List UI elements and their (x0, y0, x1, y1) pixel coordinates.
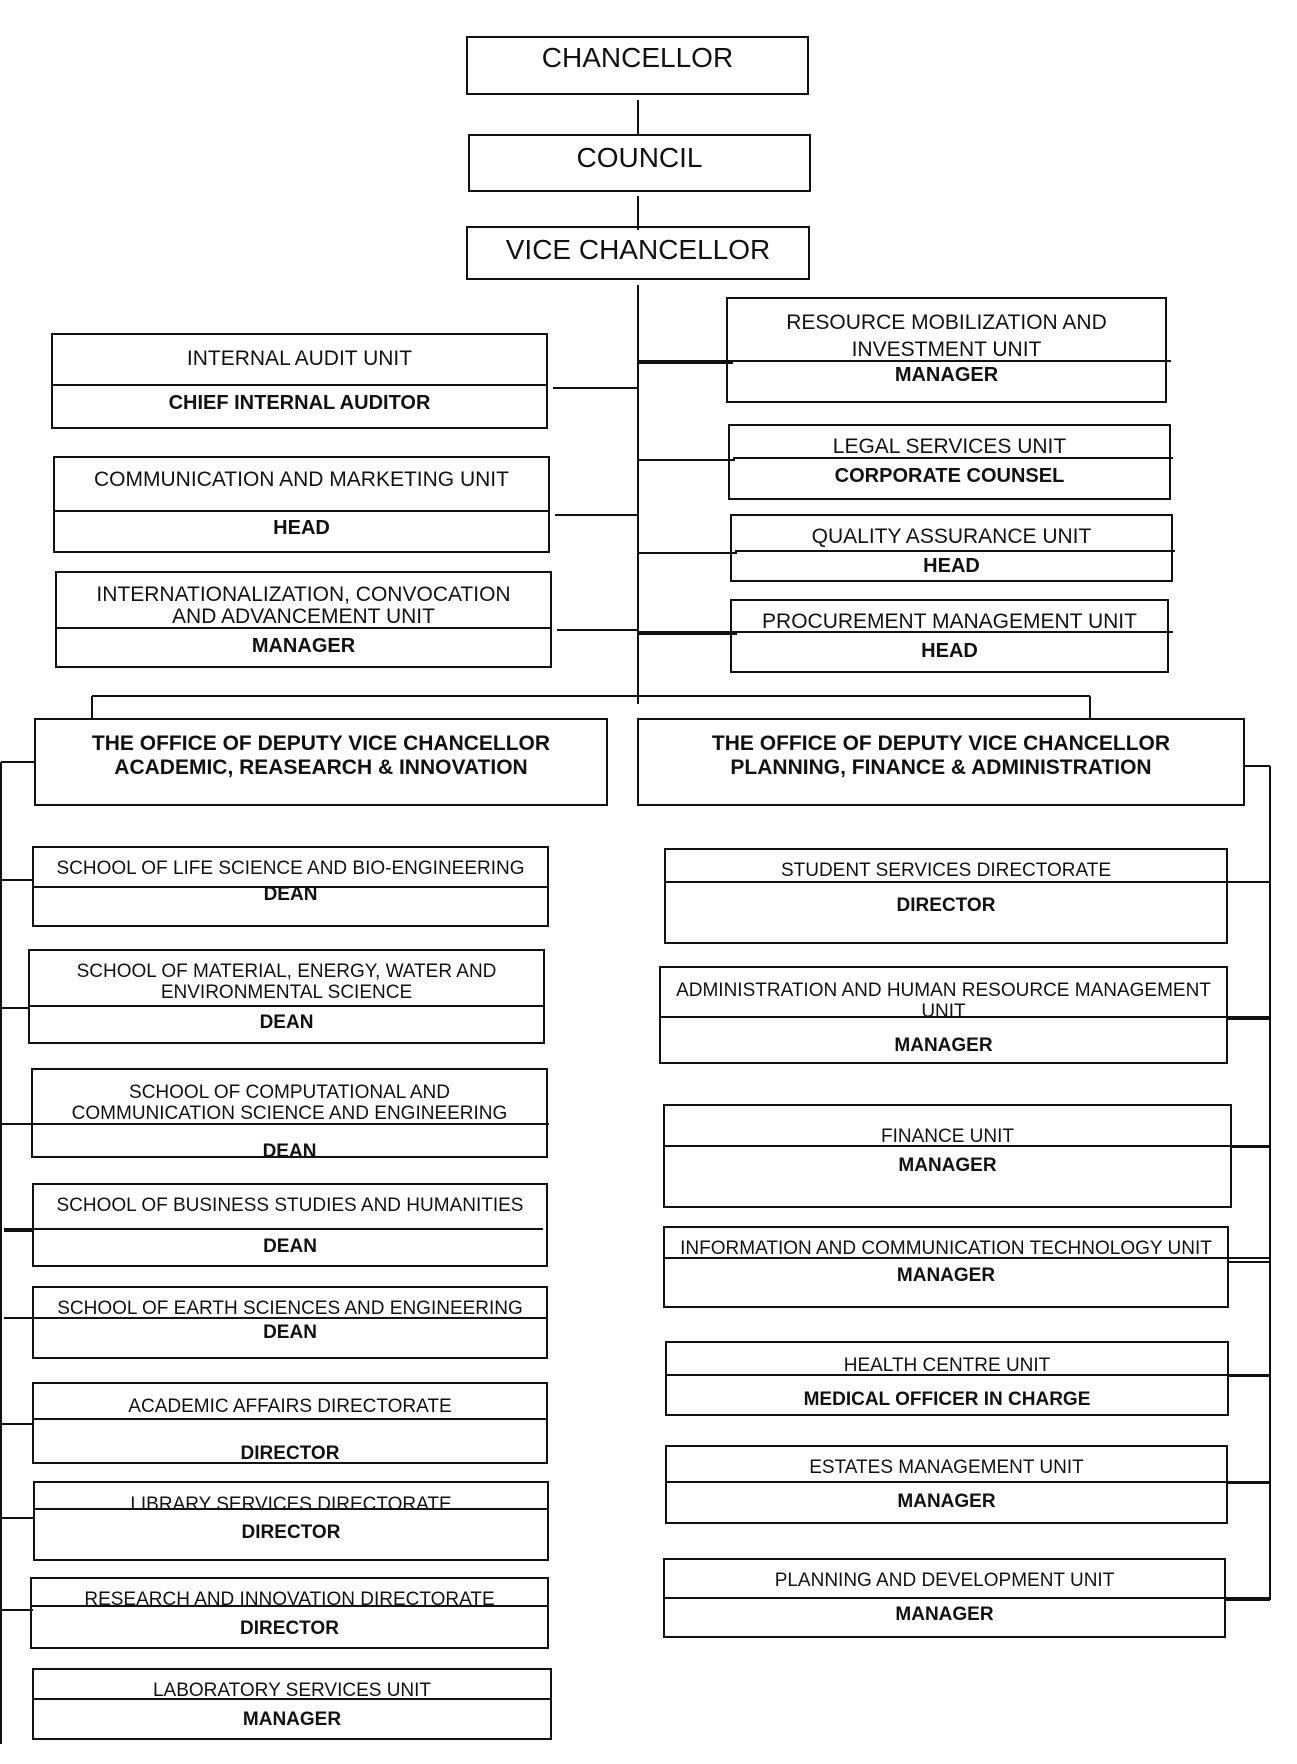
head-label: MANAGER (894, 364, 999, 386)
dvc-academic-title: THE OFFICE OF DEPUTY VICE CHANCELLOR ACA… (91, 732, 551, 780)
communication-marketing-unit-box: COMMUNICATION AND MARKETING UNIT HEAD (53, 456, 550, 553)
unit-label: PLANNING AND DEVELOPMENT UNIT (774, 1570, 1115, 1591)
library-services-box: LIBRARY SERVICES DIRECTORATE DIRECTOR (33, 1481, 549, 1561)
academic-affairs-box: ACADEMIC AFFAIRS DIRECTORATE DIRECTOR (32, 1382, 548, 1464)
head-label: CHIEF INTERNAL AUDITOR (168, 392, 431, 414)
school-life-science-box: SCHOOL OF LIFE SCIENCE AND BIO-ENGINEERI… (32, 846, 549, 927)
head-label: DIRECTOR (240, 1443, 340, 1464)
unit-label: HEALTH CENTRE UNIT (843, 1355, 1051, 1376)
unit-label: FINANCE UNIT (881, 1126, 1014, 1147)
quality-assurance-unit-box: QUALITY ASSURANCE UNIT HEAD (730, 514, 1173, 582)
head-label: CORPORATE COUNSEL (834, 465, 1065, 487)
head-label: DEAN (259, 1012, 314, 1033)
unit-label: LABORATORY SERVICES UNIT (152, 1680, 432, 1701)
unit-label: ACADEMIC AFFAIRS DIRECTORATE (128, 1396, 452, 1417)
head-label: MANAGER (251, 635, 356, 657)
head-label: DIRECTOR (241, 1522, 341, 1543)
vice-chancellor-label: VICE CHANCELLOR (505, 234, 771, 265)
dvc-planning-title: THE OFFICE OF DEPUTY VICE CHANCELLOR PLA… (711, 732, 1171, 780)
legal-services-unit-box: LEGAL SERVICES UNIT CORPORATE COUNSEL (728, 424, 1171, 500)
unit-label: SCHOOL OF COMPUTATIONAL AND COMMUNICATIO… (71, 1082, 508, 1125)
school-material-energy-box: SCHOOL OF MATERIAL, ENERGY, WATER AND EN… (28, 949, 545, 1044)
unit-label: LIBRARY SERVICES DIRECTORATE (130, 1494, 452, 1515)
unit-label: SCHOOL OF MATERIAL, ENERGY, WATER AND EN… (76, 961, 497, 1004)
unit-label: LEGAL SERVICES UNIT (832, 435, 1067, 458)
school-earth-sciences-box: SCHOOL OF EARTH SCIENCES AND ENGINEERING… (32, 1286, 548, 1359)
research-innovation-box: RESEARCH AND INNOVATION DIRECTORATE DIRE… (30, 1577, 549, 1649)
dvc-academic-box: THE OFFICE OF DEPUTY VICE CHANCELLOR ACA… (34, 718, 608, 806)
unit-label: SCHOOL OF EARTH SCIENCES AND ENGINEERING (57, 1298, 523, 1319)
unit-label: COMMUNICATION AND MARKETING UNIT (94, 468, 509, 491)
head-label: DEAN (263, 1236, 317, 1257)
unit-label: RESOURCE MOBILIZATION AND INVESTMENT UNI… (786, 311, 1107, 362)
head-label: MANAGER (895, 1604, 994, 1625)
laboratory-services-box: LABORATORY SERVICES UNIT MANAGER (32, 1668, 552, 1740)
finance-unit-box: FINANCE UNIT MANAGER (663, 1104, 1232, 1208)
planning-development-box: PLANNING AND DEVELOPMENT UNIT MANAGER (663, 1558, 1226, 1638)
procurement-unit-box: PROCUREMENT MANAGEMENT UNIT HEAD (730, 599, 1169, 673)
council-label: COUNCIL (576, 142, 703, 173)
unit-label: ESTATES MANAGEMENT UNIT (809, 1457, 1084, 1478)
administration-hr-box: ADMINISTRATION AND HUMAN RESOURCE MANAGE… (659, 966, 1228, 1064)
internal-audit-unit-box: INTERNAL AUDIT UNIT CHIEF INTERNAL AUDIT… (51, 333, 548, 429)
unit-label: INTERNATIONALIZATION, CONVOCATION AND AD… (96, 583, 511, 629)
head-label: MANAGER (896, 1265, 996, 1286)
head-label: DEAN (263, 1322, 317, 1343)
head-label: MANAGER (242, 1709, 342, 1730)
head-label: DIRECTOR (240, 1618, 339, 1639)
head-label: HEAD (921, 640, 978, 662)
unit-label: INFORMATION AND COMMUNICATION TECHNOLOGY… (680, 1238, 1212, 1259)
head-label: HEAD (273, 517, 330, 539)
head-label: MANAGER (898, 1155, 997, 1176)
school-computational-box: SCHOOL OF COMPUTATIONAL AND COMMUNICATIO… (31, 1068, 548, 1158)
head-label: DIRECTOR (896, 895, 996, 916)
school-business-studies-box: SCHOOL OF BUSINESS STUDIES AND HUMANITIE… (32, 1183, 548, 1267)
chancellor-label: CHANCELLOR (541, 42, 734, 73)
unit-label: SCHOOL OF BUSINESS STUDIES AND HUMANITIE… (56, 1195, 524, 1216)
unit-label: QUALITY ASSURANCE UNIT (811, 525, 1092, 548)
unit-label: INTERNAL AUDIT UNIT (186, 347, 413, 370)
unit-label: RESEARCH AND INNOVATION DIRECTORATE (84, 1589, 495, 1610)
head-label: DEAN (263, 884, 318, 905)
head-label: MANAGER (897, 1491, 996, 1512)
unit-label: ADMINISTRATION AND HUMAN RESOURCE MANAGE… (676, 980, 1211, 1023)
ict-unit-box: INFORMATION AND COMMUNICATION TECHNOLOGY… (663, 1226, 1229, 1308)
estates-management-box: ESTATES MANAGEMENT UNIT MANAGER (665, 1445, 1228, 1524)
student-services-box: STUDENT SERVICES DIRECTORATE DIRECTOR (664, 848, 1228, 944)
head-label: HEAD (923, 555, 980, 577)
vice-chancellor-box: VICE CHANCELLOR (466, 226, 810, 280)
resource-mobilization-unit-box: RESOURCE MOBILIZATION AND INVESTMENT UNI… (726, 297, 1167, 403)
unit-label: SCHOOL OF LIFE SCIENCE AND BIO-ENGINEERI… (56, 858, 525, 879)
head-label: DEAN (262, 1141, 317, 1158)
dvc-planning-box: THE OFFICE OF DEPUTY VICE CHANCELLOR PLA… (637, 718, 1245, 806)
chancellor-box: CHANCELLOR (466, 36, 809, 95)
health-centre-box: HEALTH CENTRE UNIT MEDICAL OFFICER IN CH… (665, 1341, 1229, 1416)
head-label: MEDICAL OFFICER IN CHARGE (803, 1389, 1091, 1410)
unit-label: STUDENT SERVICES DIRECTORATE (780, 860, 1112, 881)
council-box: COUNCIL (468, 134, 811, 192)
head-label: MANAGER (894, 1035, 993, 1056)
unit-label: PROCUREMENT MANAGEMENT UNIT (762, 610, 1137, 633)
internationalization-unit-box: INTERNATIONALIZATION, CONVOCATION AND AD… (55, 571, 552, 668)
